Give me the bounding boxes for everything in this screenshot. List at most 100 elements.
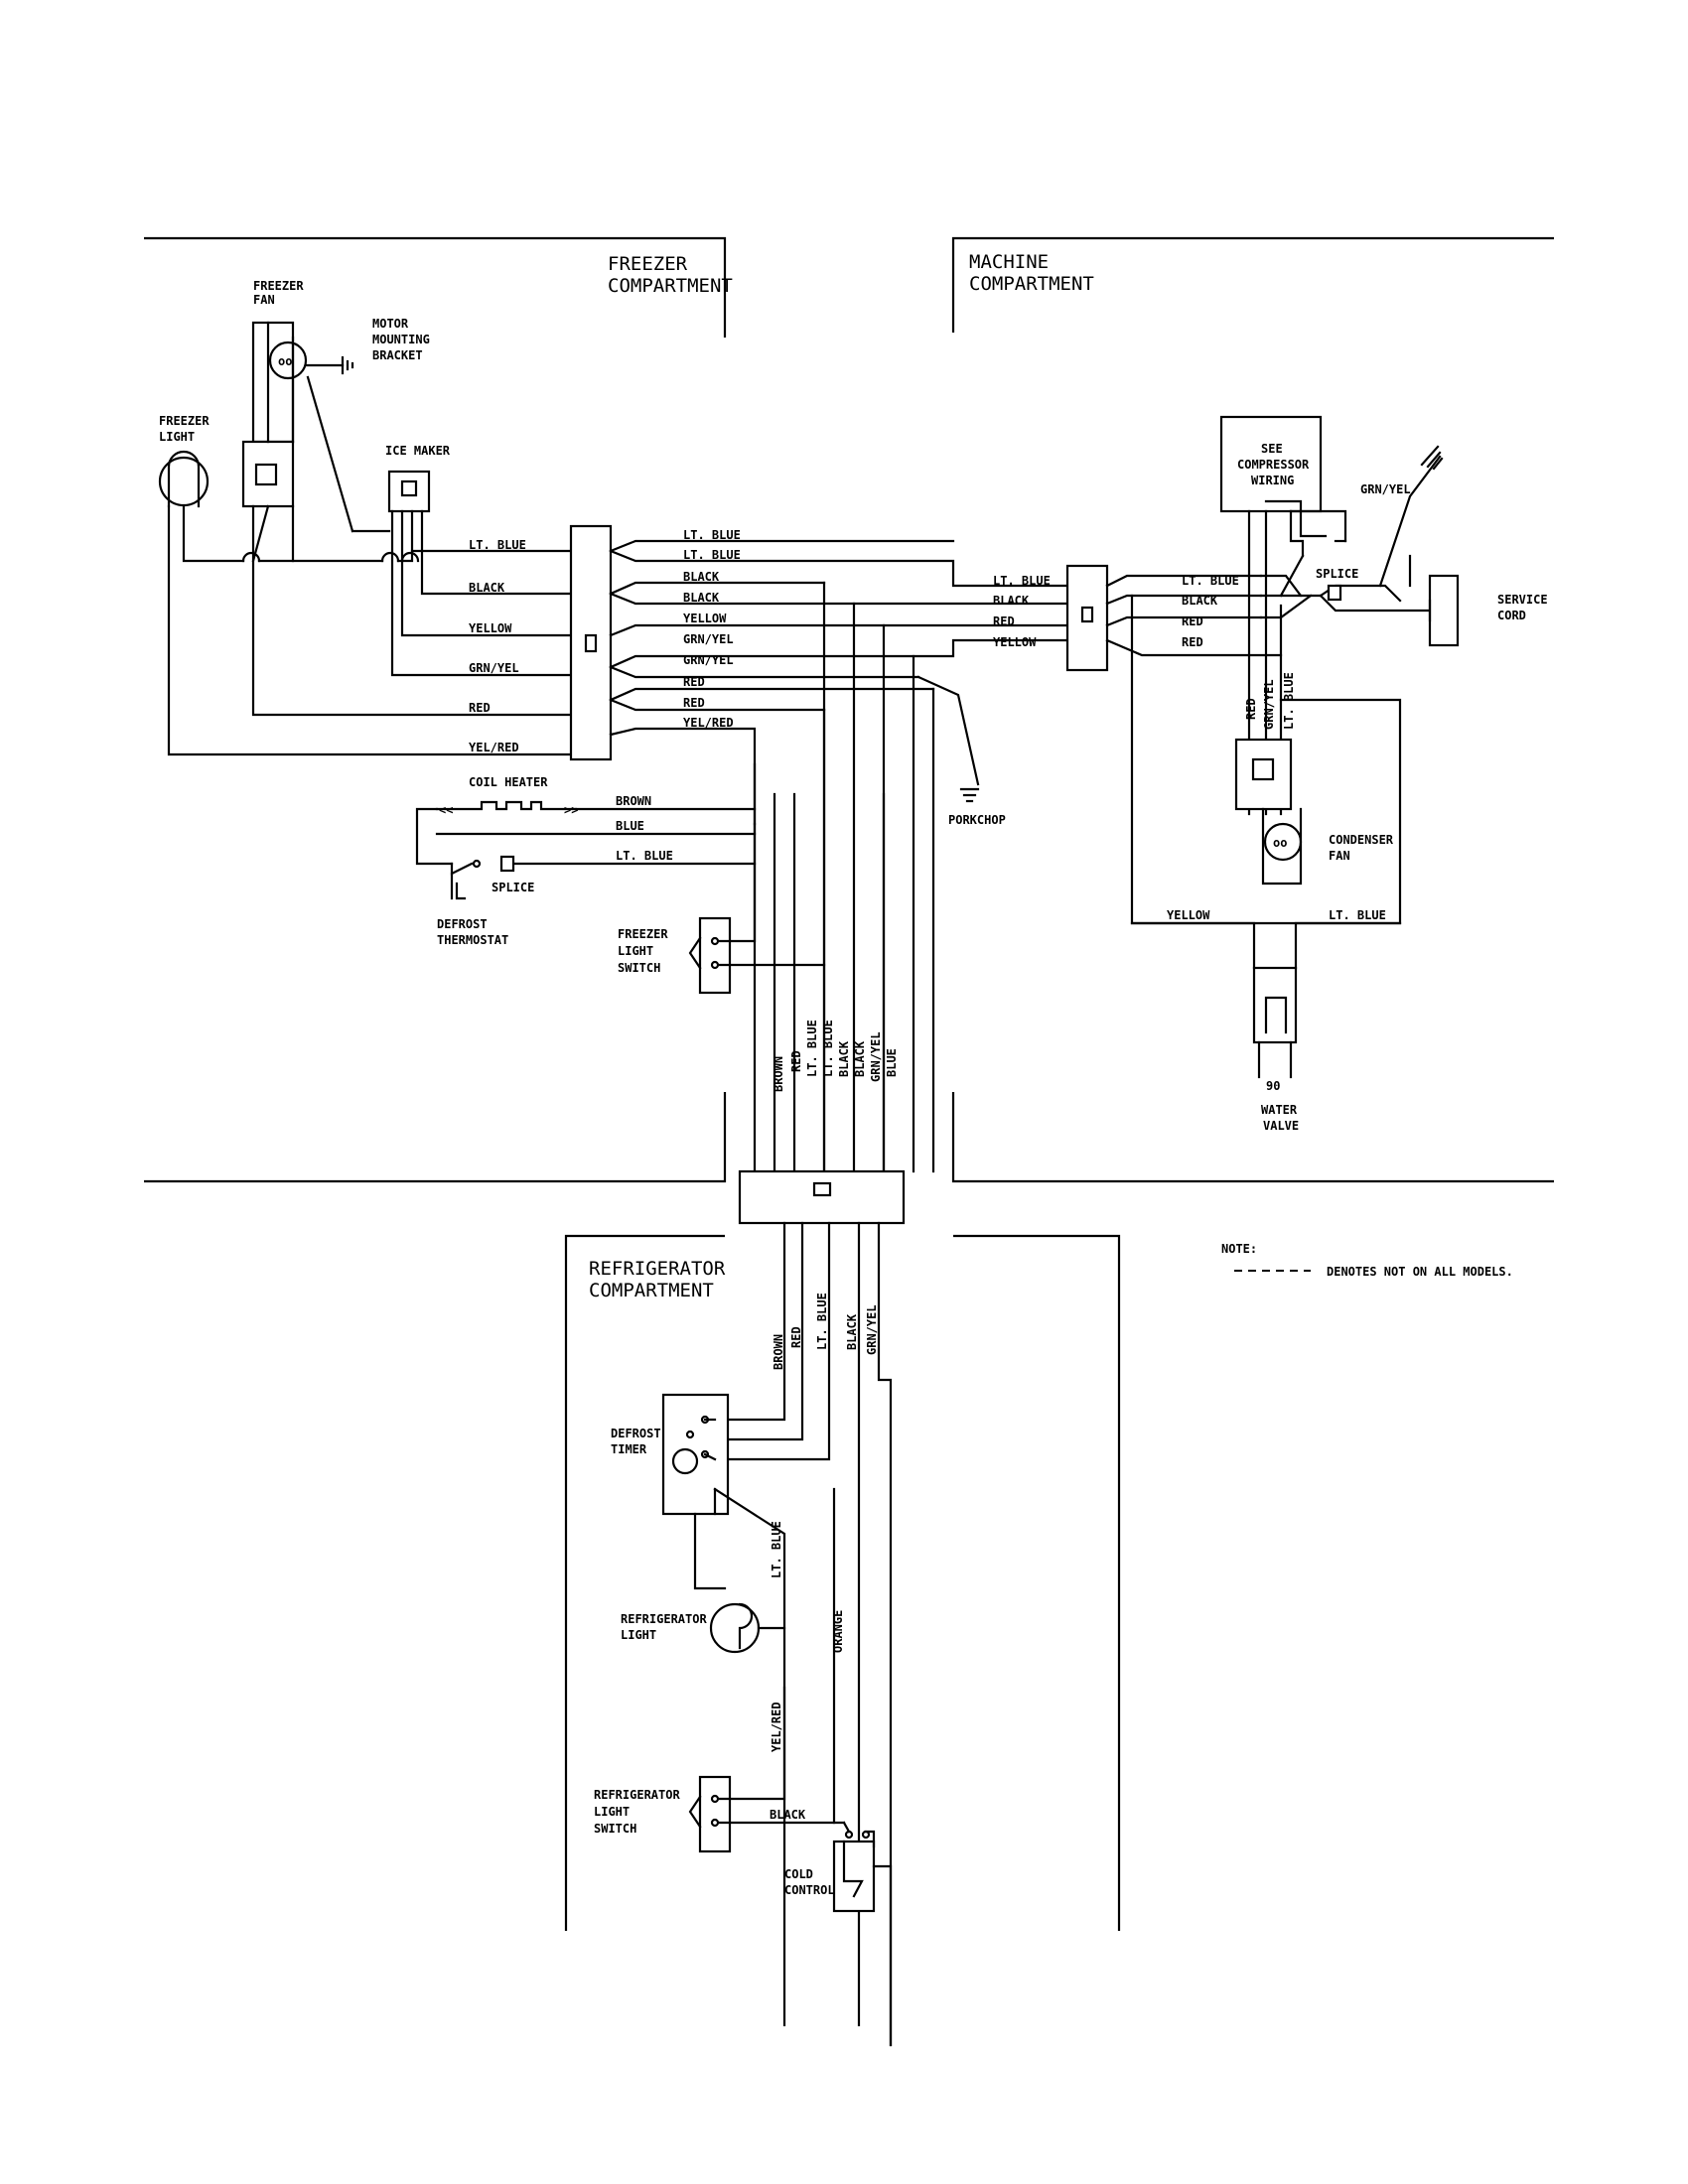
- refrigerator-section-title-2: COMPARTMENT: [589, 1280, 714, 1301]
- wire-fl-grnyel: GRN/YEL: [469, 661, 519, 675]
- defrost-timer-label-1: DEFROST: [611, 1427, 661, 1440]
- splice-machine-label: SPLICE: [1316, 567, 1358, 581]
- refrigerator-frame-left: [564, 1234, 725, 1931]
- trunk-upper-labels: BROWN RED LT. BLUE LT. BLUE BLACK BLACK …: [772, 1020, 899, 1092]
- splice-defrost-label: SPLICE: [492, 881, 534, 894]
- ice-maker-label: ICE MAKER: [385, 444, 451, 458]
- cold-control: [832, 1487, 893, 2047]
- refrigerator-light: [709, 1602, 786, 1654]
- section-frames: [144, 236, 1554, 1931]
- condenser-fan: oo: [1261, 807, 1303, 886]
- trunk-black-2: BLACK: [853, 1040, 867, 1077]
- freezer-left-wires: [167, 321, 573, 756]
- trunk-lower-brown: BROWN: [772, 1334, 785, 1370]
- coil-heater: << >>: [415, 800, 757, 866]
- svg-text:>>: >>: [564, 803, 578, 817]
- refrigerator-light-switch-label-2: LIGHT: [594, 1805, 630, 1819]
- wire-fr-grnyel-1: GRN/YEL: [683, 632, 734, 646]
- compressor-label-2: COMPRESSOR: [1237, 458, 1310, 472]
- water-valve-label-2: VALVE: [1263, 1119, 1299, 1133]
- svg-text:oo: oo: [1273, 836, 1287, 850]
- freezer-light-label-1: FREEZER: [159, 414, 210, 428]
- freezer-light-switch-label-3: SWITCH: [618, 961, 660, 975]
- trunk-lower-grnyel: GRN/YEL: [865, 1304, 879, 1355]
- cold-control-label-2: CONTROL: [784, 1883, 835, 1897]
- note-label: NOTE:: [1221, 1242, 1257, 1256]
- wire-fl-ltblue: LT. BLUE: [469, 538, 526, 552]
- trunk-ltblue-2: LT. BLUE: [821, 1020, 835, 1077]
- wire-fr-red-1: RED: [683, 675, 705, 689]
- freezer-section-title-2: COMPARTMENT: [608, 275, 733, 297]
- machine-ground: [1420, 445, 1444, 471]
- freezer-right-wires: [609, 539, 1069, 1173]
- freezer-connector-block: [569, 524, 613, 761]
- machine-frame-top: [951, 236, 1554, 333]
- compressor-wiring-box: [1219, 415, 1323, 513]
- service-cord: [1428, 574, 1460, 647]
- svg-text:oo: oo: [278, 354, 292, 368]
- freezer-light-switch-label-1: FREEZER: [618, 927, 668, 941]
- machine-connector: [1065, 564, 1109, 672]
- wire-fr-grnyel-2: GRN/YEL: [683, 653, 734, 667]
- wire-fr-yelred: YEL/RED: [683, 716, 734, 730]
- trunk-lower-ltblue: LT. BLUE: [815, 1293, 829, 1350]
- trunk-lower-black: BLACK: [845, 1313, 859, 1350]
- service-cord-label-1: SERVICE: [1497, 593, 1548, 607]
- refrigerator-section-title-1: REFRIGERATOR: [589, 1258, 726, 1280]
- freezer-frame-top: [144, 236, 727, 338]
- wire-mr-ltblue: LT. BLUE: [1182, 574, 1239, 588]
- condenser-fan-label-2: FAN: [1329, 849, 1350, 863]
- wire-ml-ltblue: LT. BLUE: [993, 574, 1051, 588]
- wire-fl-yelred: YEL/RED: [469, 741, 519, 754]
- refrigerator-light-label-1: REFRIGERATOR: [621, 1612, 707, 1626]
- wire-heater-blue: BLUE: [616, 819, 644, 833]
- trunk-red: RED: [789, 1050, 803, 1072]
- wire-cond-red: RED: [1244, 698, 1258, 720]
- trunk-blue: BLUE: [885, 1048, 899, 1077]
- freezer-fan-label-1: FREEZER: [253, 279, 304, 293]
- machine-section-title-1: MACHINE: [969, 251, 1049, 273]
- svg-text:<<: <<: [439, 803, 453, 817]
- wire-ml-red: RED: [993, 614, 1015, 628]
- wire-valve-ltblue: LT. BLUE: [1329, 908, 1386, 922]
- compressor-label-1: SEE: [1261, 442, 1283, 456]
- defrost-timer: [661, 1393, 786, 2027]
- trunk-lower-red: RED: [789, 1326, 803, 1348]
- wire-mr-red-1: RED: [1182, 614, 1203, 628]
- wire-mr-red-2: RED: [1182, 635, 1203, 649]
- freezer-light: [158, 450, 210, 508]
- wire-fl-yellow: YELLOW: [469, 621, 512, 635]
- water-valve-mark: 90: [1266, 1079, 1280, 1093]
- trunk-brown: BROWN: [772, 1056, 785, 1092]
- motor-bracket-label-1: MOTOR: [372, 317, 409, 331]
- refrigerator-light-switch: [688, 1686, 846, 1853]
- trunk-upper-wires: [753, 792, 886, 1173]
- freezer-fan-connector: [241, 440, 295, 508]
- trunk-grnyel: GRN/YEL: [869, 1031, 883, 1082]
- refrigerator-light-label-2: LIGHT: [621, 1628, 656, 1642]
- water-valve: [1130, 921, 1402, 1079]
- freezer-section-title-1: FREEZER: [608, 253, 688, 275]
- defrost-timer-label-2: TIMER: [611, 1442, 647, 1456]
- wire-fl-red: RED: [469, 701, 491, 715]
- porkchop-label: PORKCHOP: [948, 813, 1006, 827]
- wire-heater-ltblue: LT. BLUE: [616, 849, 673, 863]
- wire-ml-yellow: YELLOW: [993, 635, 1037, 649]
- ice-maker: [387, 470, 431, 513]
- trunk-black-1: BLACK: [837, 1040, 851, 1077]
- wire-ml-black: BLACK: [993, 594, 1030, 608]
- wire-cond-ltblue: LT. BLUE: [1282, 672, 1296, 730]
- motor-bracket-label-2: MOUNTING: [372, 333, 430, 346]
- defrost-thermostat-label-1: DEFROST: [437, 917, 488, 931]
- condenser-fan-connector: [1234, 738, 1293, 811]
- wire-fr-ltblue-2: LT. BLUE: [683, 548, 741, 562]
- freezer-fan-label-2: FAN: [253, 293, 275, 307]
- freezer-fan: oo: [251, 321, 354, 444]
- wire-fr-yellow: YELLOW: [683, 612, 727, 625]
- condenser-fan-label-1: CONDENSER: [1329, 833, 1394, 847]
- freezer-light-switch-label-2: LIGHT: [618, 944, 653, 958]
- machine-frame-bottom: [951, 1092, 1554, 1183]
- freezer-light-switch: [688, 762, 826, 995]
- water-valve-label-1: WATER: [1261, 1103, 1298, 1117]
- porkchop-ground: [959, 787, 980, 803]
